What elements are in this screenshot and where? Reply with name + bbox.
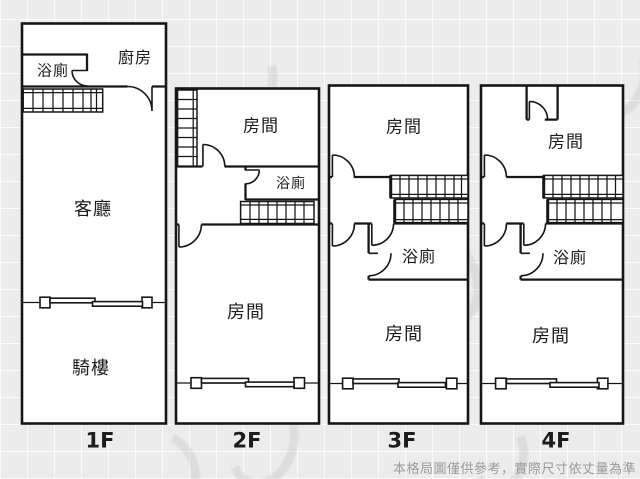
room-label-top-3f: 房間 [386, 117, 422, 138]
room-label-bath-1f: 浴廁 [36, 61, 70, 80]
room-label-arcade-1f: 騎樓 [72, 358, 110, 379]
floor-2f-plan [174, 87, 321, 425]
disclaimer-text: 本格局圖僅供參考，實際尺寸依丈量為準 [392, 462, 636, 477]
room-label-kitchen-1f: 廚房 [117, 48, 153, 67]
room-label-living-1f: 客廳 [74, 199, 112, 220]
floor-label-3f: 3F [387, 428, 417, 453]
floor-1f-plan [20, 22, 168, 425]
room-label-top-2f: 房間 [243, 116, 279, 137]
room-label-bottom-3f: 房間 [385, 324, 423, 345]
floor-label-4f: 4F [541, 428, 571, 453]
room-label-bath-3f: 浴廁 [401, 247, 437, 266]
floor-4f-plan [479, 84, 625, 425]
floor-label-1f: 1F [85, 428, 115, 453]
room-label-bath-4f: 浴廁 [552, 248, 588, 267]
floor-3f-plan [327, 84, 470, 425]
room-label-bottom-4f: 房間 [532, 326, 570, 347]
room-label-top-4f: 房間 [548, 132, 584, 153]
floor-label-2f: 2F [232, 428, 262, 453]
room-label-bath-2f: 浴廁 [276, 176, 306, 192]
room-label-bottom-2f: 房間 [227, 302, 265, 323]
